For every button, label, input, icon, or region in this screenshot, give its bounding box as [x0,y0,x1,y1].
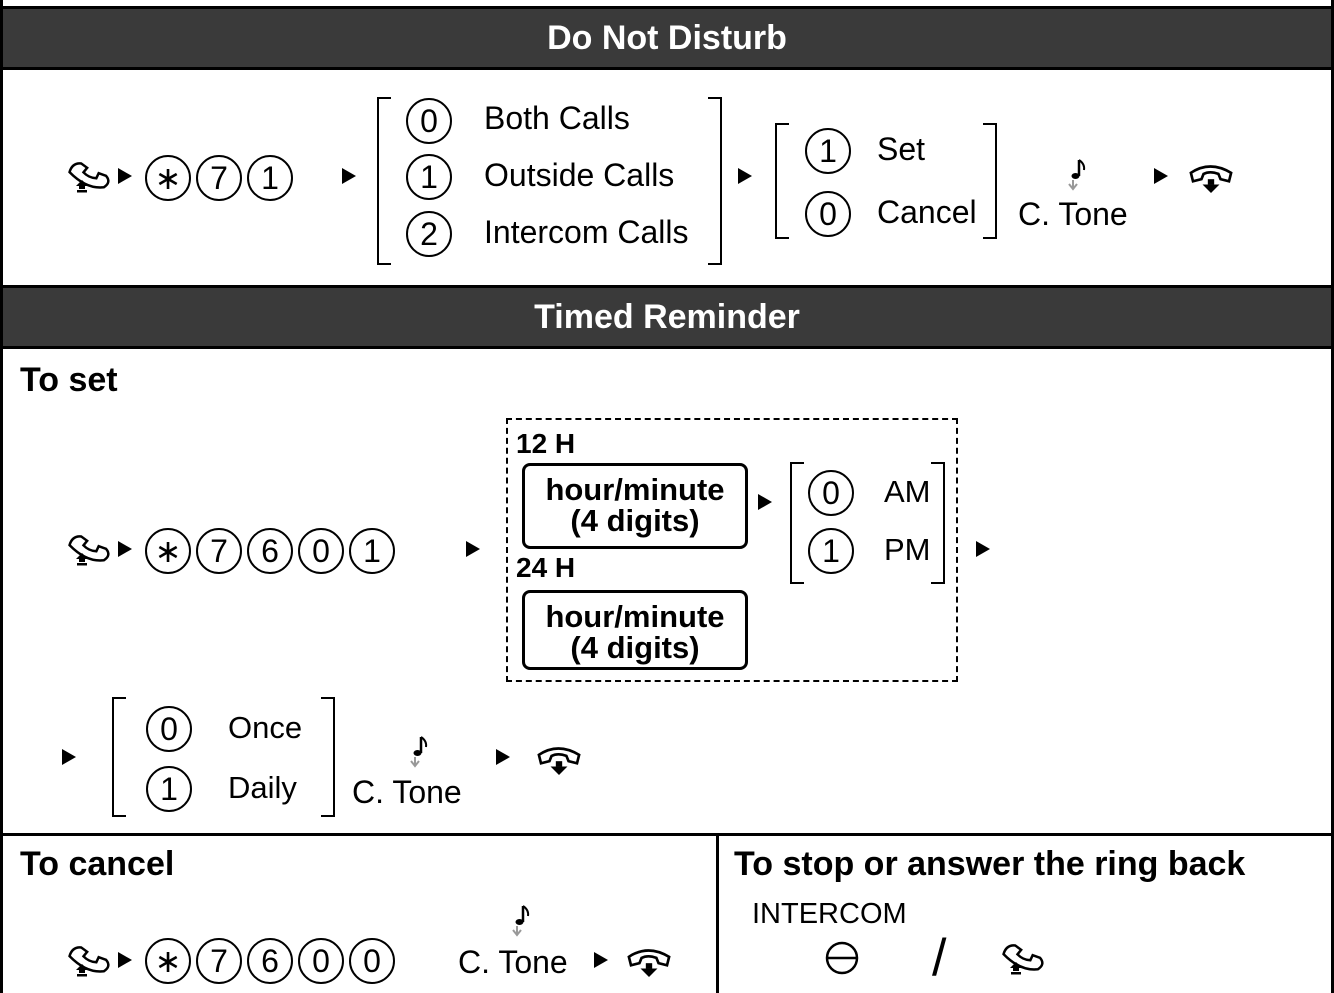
key-7: 7 [196,938,242,984]
key-0: 0 [298,938,344,984]
arrow-icon [738,168,752,184]
option-key: 1 [406,154,452,200]
hour-minute-line2: (4 digits) [570,503,700,538]
tone-note-icon [1068,158,1086,191]
to-set-heading: To set [20,361,118,399]
key-1: 1 [349,528,395,574]
set-key: 0 [805,191,851,237]
arrow-icon [62,749,76,765]
hour-minute-line1: hour/minute [545,472,725,507]
hour-minute-line2: (4 digits) [570,630,700,665]
handset-offhook-icon [66,940,112,980]
arrow-icon [342,168,356,184]
time-entry-box [506,418,958,682]
repeat-key: 1 [146,766,192,812]
key-6: 6 [247,528,293,574]
intercom-label: INTERCOM [752,898,907,930]
bracket-right [321,697,335,817]
ampm-label: AM [884,474,931,509]
divider [0,285,1334,288]
column-divider [716,833,719,993]
arrow-icon [118,168,132,184]
handset-offhook-icon [66,529,112,569]
handset-onhook-icon [1189,165,1233,194]
24h-label: 24 H [516,552,576,583]
12h-label: 12 H [516,428,576,459]
frame-top [0,6,1334,9]
option-key: 0 [406,98,452,144]
key-star: ∗ [145,155,191,201]
option-label: Intercom Calls [484,214,689,250]
hour-minute-line1: hour/minute [545,599,725,634]
hour-minute-12h: hour/minute (4 digits) [522,463,748,549]
bracket-left [377,97,391,265]
hour-minute-24h: hour/minute (4 digits) [522,590,748,670]
set-label: Cancel [877,194,977,230]
bracket-right [708,97,722,265]
arrow-icon [118,952,132,968]
bracket-left [112,697,126,817]
bracket-left [775,123,789,239]
option-label: Both Calls [484,100,630,136]
option-key: 2 [406,211,452,257]
timed-header: Timed Reminder [3,288,1331,346]
handset-offhook-icon [66,156,112,196]
confirmation-tone: C. Tone [1018,196,1128,232]
repeat-label: Once [228,710,303,745]
arrow-icon [466,541,480,557]
bracket-right [931,462,945,584]
intercom-button-icon [825,941,859,975]
key-7: 7 [196,155,242,201]
key-6: 6 [247,938,293,984]
frame-left [0,0,3,993]
key-0: 0 [349,938,395,984]
to-cancel-heading: To cancel [20,845,175,883]
set-key: 1 [805,128,851,174]
arrow-icon [118,541,132,557]
arrow-icon [594,952,608,968]
bracket-right [983,123,997,239]
confirmation-tone: C. Tone [352,774,462,810]
confirmation-tone: C. Tone [458,944,568,980]
key-star: ∗ [145,528,191,574]
arrow-icon [1154,168,1168,184]
tone-note-icon [410,735,428,768]
handset-offhook-icon [1000,938,1046,978]
repeat-label: Daily [228,770,297,805]
tone-note-icon [512,904,530,937]
dnd-title: Do Not Disturb [547,19,787,57]
timed-title: Timed Reminder [534,298,800,336]
divider [0,346,1334,349]
ampm-label: PM [884,532,931,567]
arrow-icon [976,541,990,557]
repeat-key: 0 [146,706,192,752]
option-label: Outside Calls [484,157,675,193]
dnd-header: Do Not Disturb [3,9,1331,67]
frame-right [1331,0,1334,993]
handset-onhook-icon [627,949,671,978]
divider [0,833,1334,836]
arrow-icon [758,494,772,510]
arrow-icon [496,749,510,765]
or-separator: / [932,929,947,987]
bracket-left [790,462,804,584]
key-0: 0 [298,528,344,574]
key-1: 1 [247,155,293,201]
ampm-key: 0 [808,470,854,516]
ampm-key: 1 [808,528,854,574]
handset-onhook-icon [537,747,581,776]
key-7: 7 [196,528,242,574]
divider [0,67,1334,70]
set-label: Set [877,131,926,167]
key-star: ∗ [145,938,191,984]
to-stop-heading: To stop or answer the ring back [734,845,1246,883]
